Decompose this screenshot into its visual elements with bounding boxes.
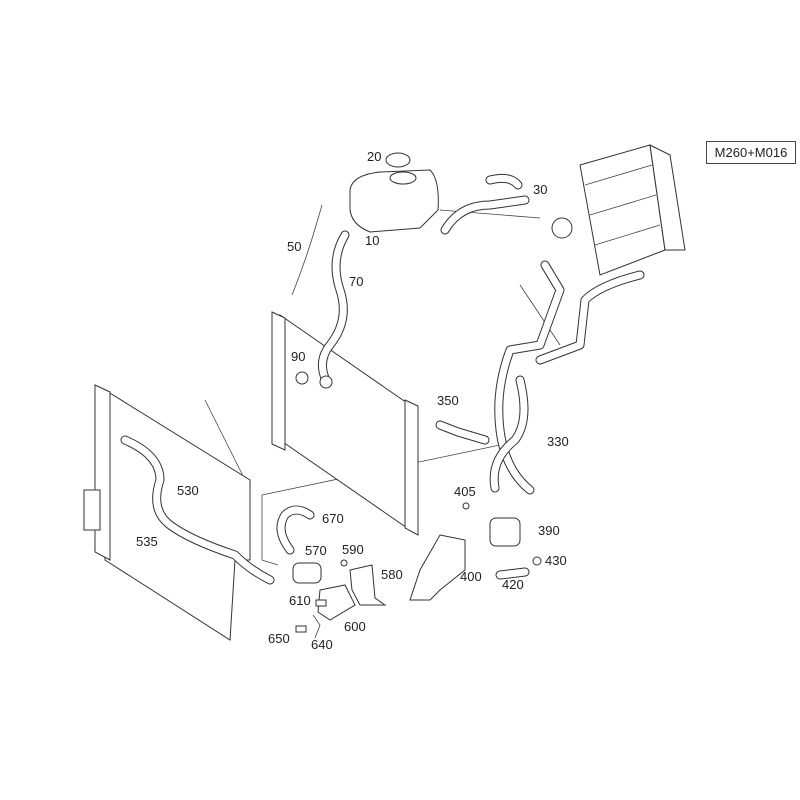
pump-570: [292, 562, 322, 584]
callout-650: 650: [268, 631, 290, 646]
bracket-400: [409, 534, 466, 601]
callout-600: 600: [344, 619, 366, 634]
callout-400: 400: [460, 569, 482, 584]
radiator-front: [83, 384, 251, 641]
callout-430: 430: [545, 553, 567, 568]
callout-390: 390: [538, 523, 560, 538]
callout-330: 330: [547, 434, 569, 449]
callout-670: 670: [322, 511, 344, 526]
charge-air-cooler: [551, 144, 686, 276]
callout-580: 580: [381, 567, 403, 582]
bracket-580: [349, 564, 387, 606]
pump-390: [489, 517, 521, 547]
callout-10: 10: [365, 233, 380, 248]
bracket-600: [317, 584, 356, 621]
callout-640: 640: [311, 637, 333, 652]
callout-90: 90: [291, 349, 306, 364]
callout-570: 570: [305, 543, 327, 558]
callout-50: 50: [287, 239, 302, 254]
callout-20: 20: [367, 149, 382, 164]
cap-20: [385, 152, 411, 168]
callout-350: 350: [437, 393, 459, 408]
callout-535: 535: [136, 534, 158, 549]
callout-420: 420: [502, 577, 524, 592]
callout-70: 70: [349, 274, 364, 289]
callout-30: 30: [533, 182, 548, 197]
callout-530: 530: [177, 483, 199, 498]
callout-610: 610: [289, 593, 311, 608]
hoses: [120, 173, 645, 585]
callout-405: 405: [454, 484, 476, 499]
pumps-brackets: [292, 371, 542, 639]
callout-590: 590: [342, 542, 364, 557]
engine-code-label: M260+M016: [706, 141, 796, 164]
radiator-rear: [271, 311, 419, 536]
expansion-tank: [349, 152, 439, 233]
